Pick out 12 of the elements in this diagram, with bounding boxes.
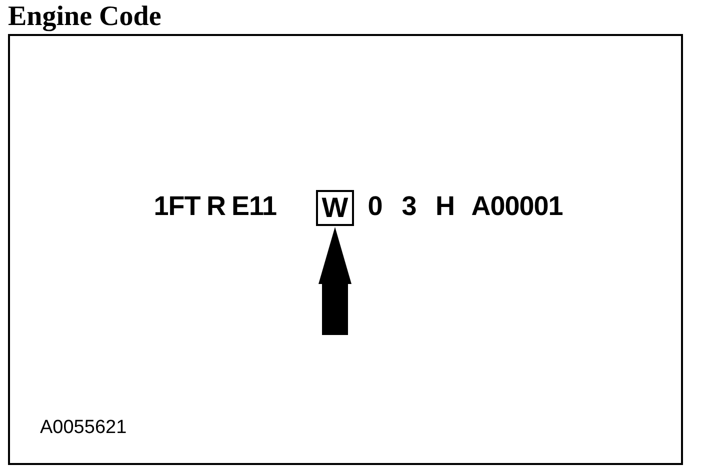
engine-code-text: 1FT — [154, 191, 200, 221]
figure-number: A0055621 — [40, 417, 127, 439]
engine-code-text: R — [206, 191, 226, 221]
engine-code-text: H — [436, 191, 454, 221]
highlighted-code-character: W — [316, 190, 354, 226]
engine-code-text: 0 — [368, 191, 382, 221]
engine-code-text: E11 — [231, 191, 277, 221]
engine-code-text: 3 — [402, 191, 416, 221]
pointer-arrow — [318, 227, 352, 335]
diagram-title: Engine Code — [8, 2, 162, 32]
figure-frame — [8, 34, 683, 465]
engine-code-text: A00001 — [471, 191, 563, 221]
